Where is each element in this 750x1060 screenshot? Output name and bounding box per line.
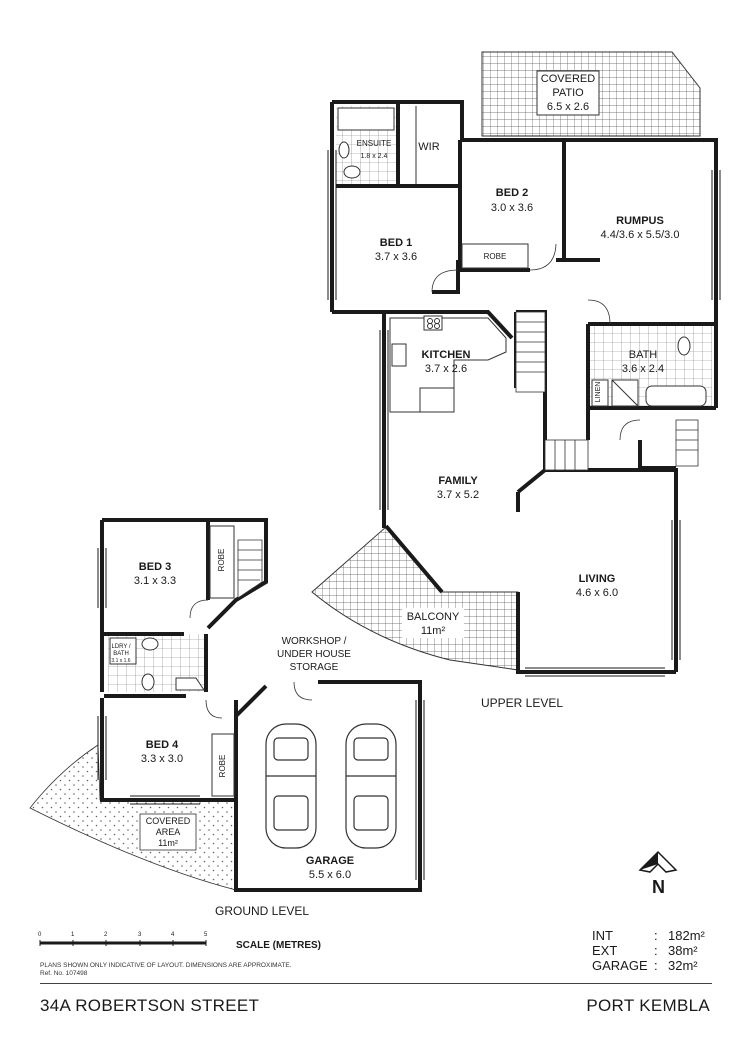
ldry-bath-label: BATH bbox=[113, 651, 129, 657]
workshop-label: STORAGE bbox=[290, 662, 339, 673]
robe-shelves bbox=[415, 106, 529, 269]
ldry-bath-dims: 3.1 x 1.6 bbox=[111, 658, 130, 664]
ground-walls bbox=[100, 518, 422, 892]
footer-divider bbox=[40, 983, 712, 984]
upper-windows bbox=[327, 135, 721, 677]
ground-doors bbox=[189, 599, 313, 719]
ground-windows bbox=[97, 548, 425, 880]
car-icon bbox=[345, 723, 397, 849]
area-value: 32m² bbox=[668, 958, 698, 973]
bed4-label: BED 4 bbox=[146, 739, 179, 751]
covered-patio-label: PATIO bbox=[552, 87, 584, 99]
garage-label: GARAGE bbox=[306, 855, 354, 867]
upper-doors bbox=[431, 243, 641, 441]
ldry-bath-label: LDRY / bbox=[111, 644, 130, 650]
scale-tick: 4 bbox=[171, 932, 175, 938]
family-label: FAMILY bbox=[438, 475, 478, 487]
disclaimer-text: PLANS SHOWN ONLY INDICATIVE OF LAYOUT. D… bbox=[40, 962, 292, 969]
robe-label: ROBE bbox=[484, 252, 507, 261]
bed3-label: BED 3 bbox=[139, 561, 171, 573]
balcony-label: BALCONY bbox=[407, 611, 460, 623]
scale-tick: 1 bbox=[71, 932, 75, 938]
reference-number: Ref. No. 107498 bbox=[40, 970, 88, 977]
area-label: INT bbox=[592, 928, 613, 943]
bath-fixtures bbox=[591, 336, 707, 407]
balcony-dims: 11m² bbox=[421, 625, 446, 637]
ldry-fixtures bbox=[109, 637, 205, 691]
scale-tick: 2 bbox=[104, 932, 108, 938]
robe-bed3-label: ROBE bbox=[217, 549, 226, 572]
area-value: 182m² bbox=[668, 928, 705, 943]
area-row: EXT : 38m² bbox=[592, 943, 698, 958]
area-row: INT : 182m² bbox=[592, 928, 705, 943]
linen-label: LINEN bbox=[595, 382, 602, 403]
covered-patio-label: COVERED bbox=[541, 73, 595, 85]
living-dims: 4.6 x 6.0 bbox=[576, 587, 618, 599]
bed1-dims: 3.7 x 3.6 bbox=[375, 251, 417, 263]
north-label: N bbox=[652, 877, 665, 897]
north-arrow-icon bbox=[638, 850, 678, 873]
property-suburb: PORT KEMBLA bbox=[586, 996, 710, 1015]
area-value: 38m² bbox=[668, 943, 698, 958]
ground-level-label: GROUND LEVEL bbox=[215, 904, 310, 918]
bed4-dims: 3.3 x 3.0 bbox=[141, 753, 183, 765]
area-label: GARAGE bbox=[592, 958, 648, 973]
rumpus-label: RUMPUS bbox=[616, 215, 664, 227]
ground-stairs bbox=[237, 539, 263, 599]
area-row: GARAGE : 32m² bbox=[592, 958, 698, 973]
family-dims: 3.7 x 5.2 bbox=[437, 489, 479, 501]
balcony bbox=[311, 526, 519, 671]
area-label: EXT bbox=[592, 943, 618, 958]
scale-tick: 5 bbox=[204, 932, 208, 938]
car-icon bbox=[265, 723, 317, 849]
bed2-label: BED 2 bbox=[496, 187, 528, 199]
upper-level-label: UPPER LEVEL bbox=[481, 696, 564, 710]
wir-label: WIR bbox=[418, 141, 439, 153]
workshop-label: WORKSHOP / bbox=[282, 636, 347, 647]
living-label: LIVING bbox=[579, 573, 616, 585]
kitchen-bench bbox=[389, 315, 507, 413]
ensuite-label: ENSUITE bbox=[357, 139, 392, 148]
bath-label: BATH bbox=[629, 349, 658, 361]
covered-area-label: AREA bbox=[156, 827, 181, 837]
kitchen-dims: 3.7 x 2.6 bbox=[425, 363, 467, 375]
robe-bed4-label: ROBE bbox=[218, 755, 227, 778]
area-summary: INT : 182m² EXT : 38m² GARAGE : 32m² bbox=[592, 928, 705, 973]
scale-ticks: 0 1 2 3 4 5 bbox=[38, 932, 208, 938]
disclaimer: PLANS SHOWN ONLY INDICATIVE OF LAYOUT. D… bbox=[40, 962, 292, 978]
covered-area-dims: 11m² bbox=[158, 838, 178, 848]
bed1-label: BED 1 bbox=[380, 237, 412, 249]
ground-robes bbox=[209, 525, 235, 797]
covered-patio-dims: 6.5 x 2.6 bbox=[547, 101, 589, 113]
upper-stairs bbox=[515, 311, 699, 471]
ensuite-dims: 1.8 x 2.4 bbox=[361, 153, 388, 160]
covered-area-label: COVERED bbox=[146, 816, 191, 826]
scale-tick: 3 bbox=[138, 932, 142, 938]
property-address: 34A ROBERTSON STREET bbox=[40, 996, 260, 1015]
garage-dims: 5.5 x 6.0 bbox=[309, 869, 351, 881]
covered-patio bbox=[481, 51, 701, 137]
scale-label: SCALE (METRES) bbox=[236, 940, 321, 951]
bath-dims: 3.6 x 2.4 bbox=[622, 363, 664, 375]
ensuite-fixtures bbox=[337, 107, 395, 179]
upper-walls bbox=[330, 100, 718, 674]
scale-tick: 0 bbox=[38, 932, 42, 938]
rumpus-dims: 4.4/3.6 x 5.5/3.0 bbox=[601, 229, 680, 241]
kitchen-label: KITCHEN bbox=[422, 349, 471, 361]
scale-bar bbox=[39, 940, 207, 946]
bed3-dims: 3.1 x 3.3 bbox=[134, 575, 176, 587]
workshop-label: UNDER HOUSE bbox=[277, 649, 351, 660]
covered-area bbox=[29, 744, 237, 891]
bed2-dims: 3.0 x 3.6 bbox=[491, 202, 533, 214]
